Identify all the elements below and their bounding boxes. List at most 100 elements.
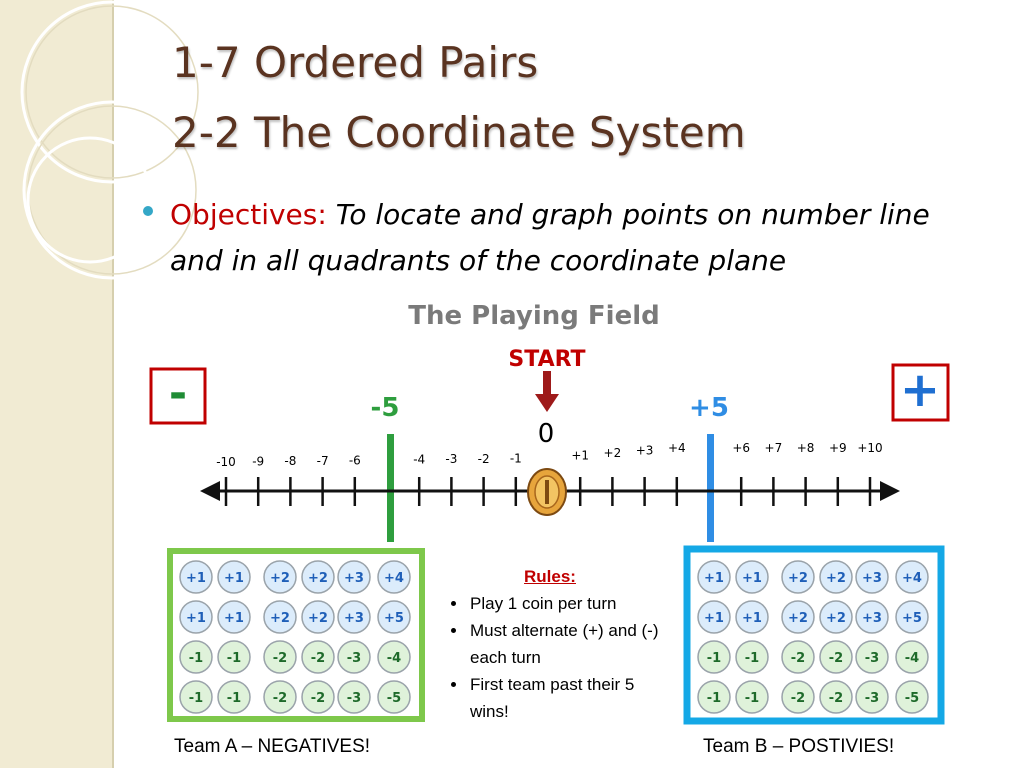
team-a-caption: Team A – NEGATIVES! bbox=[174, 736, 371, 757]
playing-field-heading: The Playing Field bbox=[408, 301, 660, 331]
team-coin bbox=[377, 640, 411, 674]
team-coin bbox=[263, 680, 297, 714]
positive-goal-label: +5 bbox=[689, 393, 729, 423]
team-coin bbox=[301, 640, 335, 674]
rule-item: First team past their 5 wins! bbox=[468, 671, 668, 725]
rules-title: Rules: bbox=[524, 567, 576, 586]
team-coin bbox=[217, 560, 251, 594]
team-coin-label: -5 bbox=[387, 691, 401, 706]
team-coin bbox=[735, 560, 769, 594]
team-coin bbox=[337, 600, 371, 634]
tick-label: -9 bbox=[252, 455, 264, 469]
team-coin bbox=[377, 600, 411, 634]
number-line-tick-labels: -10-9-8-7-6-4-3-2-1+1+2+3+4+6+7+8+9+10 bbox=[216, 441, 882, 469]
team-coin bbox=[179, 640, 213, 674]
tick-label: +6 bbox=[732, 441, 750, 455]
team-coin bbox=[819, 560, 853, 594]
minus-box bbox=[149, 367, 207, 425]
team-coin-label: +1 bbox=[186, 611, 206, 626]
team-coin-label: -2 bbox=[311, 691, 325, 706]
team-coin-label: +2 bbox=[308, 571, 328, 586]
team-coin bbox=[217, 680, 251, 714]
objectives-label: Objectives: bbox=[170, 198, 327, 231]
left-arrow-icon bbox=[200, 481, 220, 501]
team-coin bbox=[377, 560, 411, 594]
tick-label: -2 bbox=[478, 452, 490, 466]
team-coin-label: +4 bbox=[384, 571, 404, 586]
team-coin bbox=[855, 560, 889, 594]
team-coin bbox=[217, 640, 251, 674]
tick-label: -10 bbox=[216, 455, 236, 469]
side-divider bbox=[112, 0, 114, 768]
team-coin bbox=[301, 600, 335, 634]
team-coin-label: +1 bbox=[224, 611, 244, 626]
team-coin-label: +2 bbox=[826, 571, 846, 586]
team-coin-label: +2 bbox=[788, 611, 808, 626]
team-coin-label: -1 bbox=[189, 651, 203, 666]
tick-label: +3 bbox=[636, 444, 654, 458]
rule-item: Play 1 coin per turn bbox=[468, 590, 668, 617]
tick-label: +9 bbox=[829, 441, 847, 455]
team-coin-label: +2 bbox=[270, 571, 290, 586]
start-label: START bbox=[508, 347, 585, 372]
rules-panel: Rules: Play 1 coin per turn Must alterna… bbox=[432, 563, 668, 725]
tick-label: +1 bbox=[571, 449, 589, 463]
team-coin bbox=[179, 600, 213, 634]
team-coin bbox=[697, 680, 731, 714]
team-coin bbox=[337, 680, 371, 714]
team-coin-label: -4 bbox=[387, 651, 401, 666]
team-coin bbox=[781, 680, 815, 714]
team-coin-label: -2 bbox=[791, 651, 805, 666]
team-coin bbox=[697, 640, 731, 674]
tick-label: +7 bbox=[765, 441, 783, 455]
tick-label: -6 bbox=[349, 453, 361, 467]
objectives-text: To locate and graph points on number lin… bbox=[170, 198, 930, 277]
team-coin bbox=[819, 640, 853, 674]
team-coin bbox=[697, 560, 731, 594]
team-coin-label: +1 bbox=[704, 571, 724, 586]
team-coin bbox=[855, 680, 889, 714]
team-coin bbox=[819, 680, 853, 714]
team-coin-label: +2 bbox=[826, 611, 846, 626]
team-coin-label: -2 bbox=[791, 691, 805, 706]
team-coin-label: -2 bbox=[829, 691, 843, 706]
team-coin bbox=[337, 560, 371, 594]
team-coin bbox=[217, 600, 251, 634]
team-coin bbox=[895, 600, 929, 634]
team-coin-label: -3 bbox=[865, 691, 879, 706]
coin-icon bbox=[527, 468, 567, 516]
tick-label: +4 bbox=[668, 441, 686, 455]
team-coin-label: +2 bbox=[788, 571, 808, 586]
team-coin bbox=[895, 680, 929, 714]
team-coin-label: +3 bbox=[862, 571, 882, 586]
team-coin bbox=[735, 600, 769, 634]
team-coin bbox=[735, 640, 769, 674]
team-coin bbox=[377, 680, 411, 714]
team-coin-label: +1 bbox=[742, 611, 762, 626]
team-coin-label: -1 bbox=[227, 691, 241, 706]
team-coin bbox=[781, 560, 815, 594]
team-coin-label: +2 bbox=[270, 611, 290, 626]
team-coin-label: -1 bbox=[227, 651, 241, 666]
team-coin bbox=[895, 560, 929, 594]
team-coin bbox=[781, 600, 815, 634]
team-coin bbox=[855, 640, 889, 674]
team-coin-label: +2 bbox=[308, 611, 328, 626]
team-coin bbox=[895, 640, 929, 674]
plus-symbol-icon: + bbox=[900, 362, 940, 418]
team-coin bbox=[179, 560, 213, 594]
minus-symbol-icon: - bbox=[169, 368, 187, 419]
rules-list: Play 1 coin per turn Must alternate (+) … bbox=[432, 590, 668, 725]
team-coin-label: -3 bbox=[347, 691, 361, 706]
tick-label: -4 bbox=[413, 453, 425, 467]
slide-title-line-2: 2-2 The Coordinate System bbox=[172, 108, 746, 157]
team-a-coins: +1+1+2+2+3+4+1+1+2+2+3+5-1-1-2-2-3-4-1-1… bbox=[179, 560, 411, 714]
team-coin bbox=[301, 680, 335, 714]
negative-goal-bar bbox=[387, 434, 394, 542]
start-arrow-icon bbox=[535, 371, 559, 412]
positive-goal-bar bbox=[707, 434, 714, 542]
team-coin-label: -1 bbox=[707, 691, 721, 706]
plus-box bbox=[891, 363, 950, 422]
team-b-coins: +1+1+2+2+3+4+1+1+2+2+3+5-1-1-2-2-3-4-1-1… bbox=[697, 560, 929, 714]
